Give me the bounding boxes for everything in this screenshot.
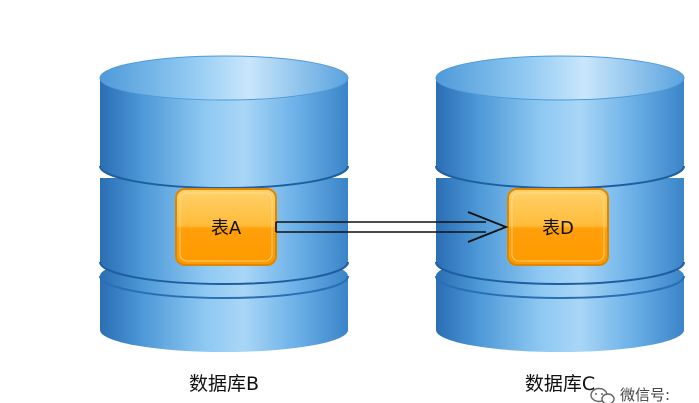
table-d-label: 表D [542, 218, 574, 239]
watermark-label: 微信号: [620, 386, 670, 403]
table-a-box: 表A [175, 188, 277, 266]
watermark: 微信号: [590, 386, 670, 403]
database-c-cylinder [435, 55, 685, 352]
database-b-label: 数据库B [189, 373, 259, 395]
wechat-icon [590, 387, 615, 403]
transfer-arrow [275, 211, 509, 243]
table-a-label: 表A [211, 218, 242, 239]
table-d-box: 表D [507, 188, 609, 266]
database-c-label: 数据库C [525, 373, 595, 395]
